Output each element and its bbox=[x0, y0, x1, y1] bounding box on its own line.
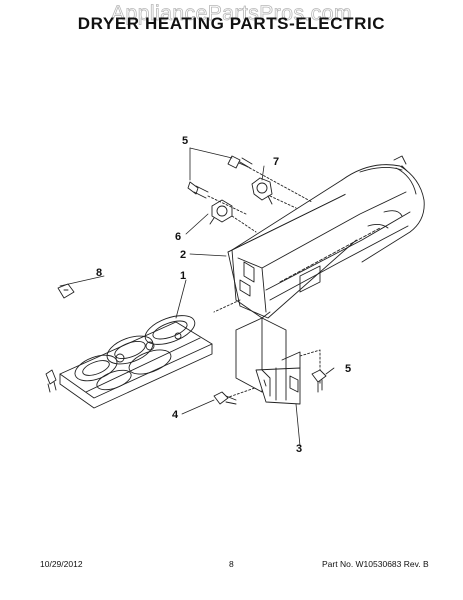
thermostat-part bbox=[251, 177, 273, 205]
heater-housing bbox=[227, 155, 425, 319]
callout-2: 2 bbox=[180, 249, 187, 261]
callout-6: 6 bbox=[175, 231, 182, 243]
callout-3: 3 bbox=[296, 443, 303, 455]
footer-part-number: Part No. W10530683 Rev. B bbox=[322, 559, 429, 569]
callout-7: 7 bbox=[273, 156, 280, 168]
screw-part-4 bbox=[213, 391, 237, 405]
page-title: DRYER HEATING PARTS-ELECTRIC bbox=[77, 14, 386, 33]
callout-1: 1 bbox=[180, 270, 187, 282]
screw-right bbox=[311, 369, 327, 393]
callout-leaders bbox=[59, 147, 335, 447]
screw-top bbox=[227, 155, 253, 169]
thermal-fuse-part bbox=[209, 199, 233, 225]
site-watermark: AppliancePartsPros.com bbox=[111, 2, 352, 26]
screw-left bbox=[187, 181, 209, 199]
terminal-bracket-part bbox=[235, 317, 301, 405]
callout-4: 4 bbox=[172, 409, 179, 421]
callout-8: 8 bbox=[96, 267, 103, 279]
footer-page-number: 8 bbox=[229, 559, 234, 569]
callout-5-right: 5 bbox=[345, 363, 352, 375]
heating-element-part bbox=[45, 315, 213, 409]
callout-5-top: 5 bbox=[182, 135, 189, 147]
footer-date: 10/29/2012 bbox=[40, 559, 83, 569]
